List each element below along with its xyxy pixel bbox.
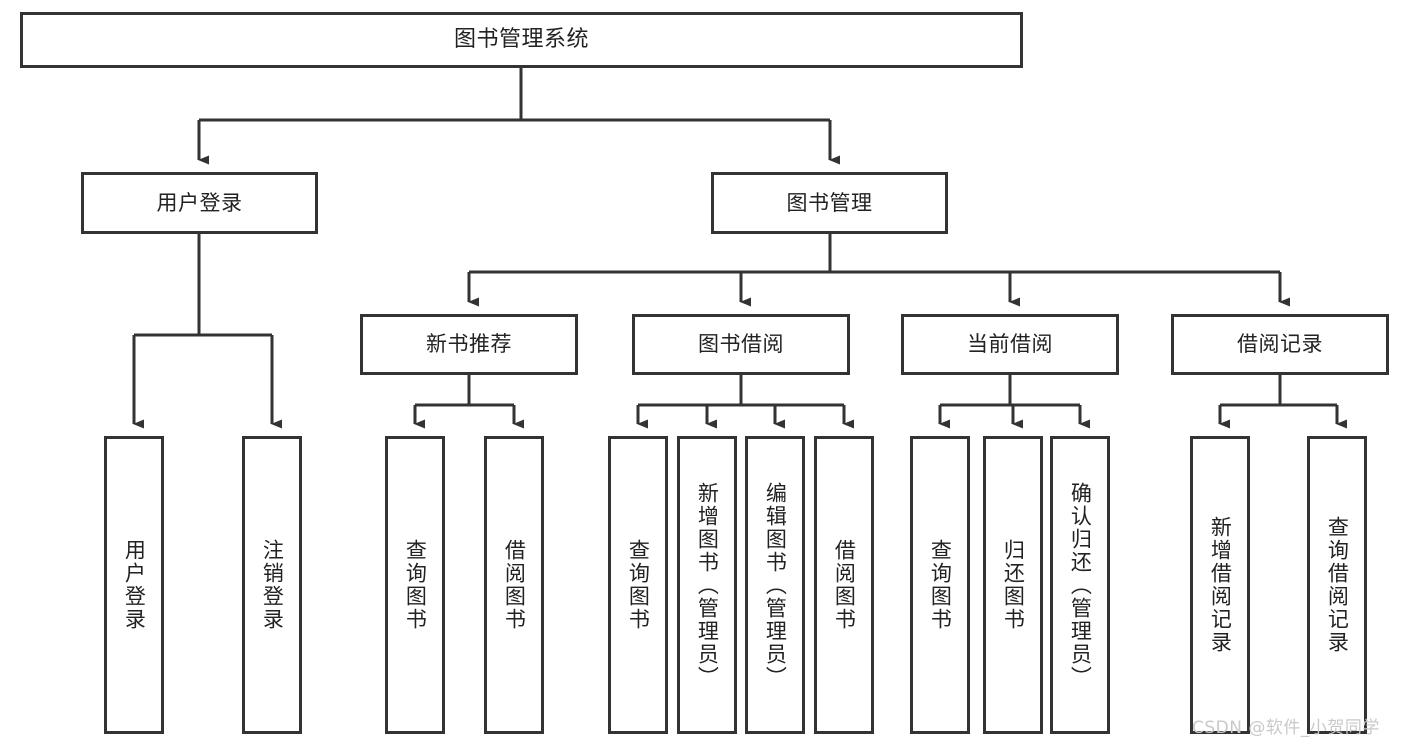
csdn-watermark: CSDN @软件_小贺同学: [1192, 718, 1380, 738]
node-new-book-rec-label: 新书推荐: [426, 332, 512, 357]
node-current-borrow[interactable]: 当前借阅: [901, 314, 1119, 375]
node-leaf-borrow-book-1-label: 借阅图书: [502, 539, 527, 631]
node-user-login[interactable]: 用户登录: [81, 172, 318, 234]
node-book-manage[interactable]: 图书管理: [711, 172, 948, 234]
node-leaf-user-login[interactable]: 用户登录: [104, 436, 164, 734]
node-borrow-record[interactable]: 借阅记录: [1171, 314, 1389, 375]
node-leaf-confirm-return[interactable]: 确认归还（管理员）: [1050, 436, 1110, 734]
node-leaf-logout[interactable]: 注销登录: [242, 436, 302, 734]
node-leaf-logout-label: 注销登录: [260, 539, 285, 631]
node-book-borrow-label: 图书借阅: [698, 332, 784, 357]
node-leaf-query-book-3[interactable]: 查询图书: [910, 436, 970, 734]
node-leaf-add-record-label: 新增借阅记录: [1208, 516, 1233, 654]
node-leaf-query-record-label: 查询借阅记录: [1325, 516, 1350, 654]
node-book-borrow[interactable]: 图书借阅: [632, 314, 850, 375]
node-leaf-add-record[interactable]: 新增借阅记录: [1190, 436, 1250, 734]
node-root-label: 图书管理系统: [453, 27, 589, 53]
node-leaf-return-book-label: 归还图书: [1001, 539, 1026, 631]
node-leaf-query-book-3-label: 查询图书: [928, 539, 953, 631]
node-leaf-user-login-label: 用户登录: [122, 539, 147, 631]
node-leaf-query-book-1[interactable]: 查询图书: [385, 436, 445, 734]
node-leaf-query-record[interactable]: 查询借阅记录: [1307, 436, 1367, 734]
node-leaf-confirm-return-label: 确认归还（管理员）: [1068, 481, 1093, 689]
node-user-login-label: 用户登录: [156, 190, 243, 215]
node-leaf-return-book[interactable]: 归还图书: [983, 436, 1043, 734]
node-borrow-record-label: 借阅记录: [1237, 332, 1323, 357]
node-leaf-edit-book-label: 编辑图书（管理员）: [763, 481, 788, 689]
node-new-book-rec[interactable]: 新书推荐: [360, 314, 578, 375]
node-leaf-query-book-2[interactable]: 查询图书: [608, 436, 668, 734]
node-leaf-query-book-2-label: 查询图书: [626, 539, 651, 631]
node-book-manage-label: 图书管理: [786, 190, 873, 215]
node-leaf-borrow-book-1[interactable]: 借阅图书: [484, 436, 544, 734]
node-leaf-add-book[interactable]: 新增图书（管理员）: [677, 436, 737, 734]
node-leaf-borrow-book-2[interactable]: 借阅图书: [814, 436, 874, 734]
node-current-borrow-label: 当前借阅: [967, 332, 1053, 357]
node-leaf-borrow-book-2-label: 借阅图书: [832, 539, 857, 631]
node-leaf-add-book-label: 新增图书（管理员）: [695, 481, 720, 689]
node-root[interactable]: 图书管理系统: [20, 12, 1023, 68]
node-leaf-query-book-1-label: 查询图书: [403, 539, 428, 631]
node-leaf-edit-book[interactable]: 编辑图书（管理员）: [745, 436, 805, 734]
